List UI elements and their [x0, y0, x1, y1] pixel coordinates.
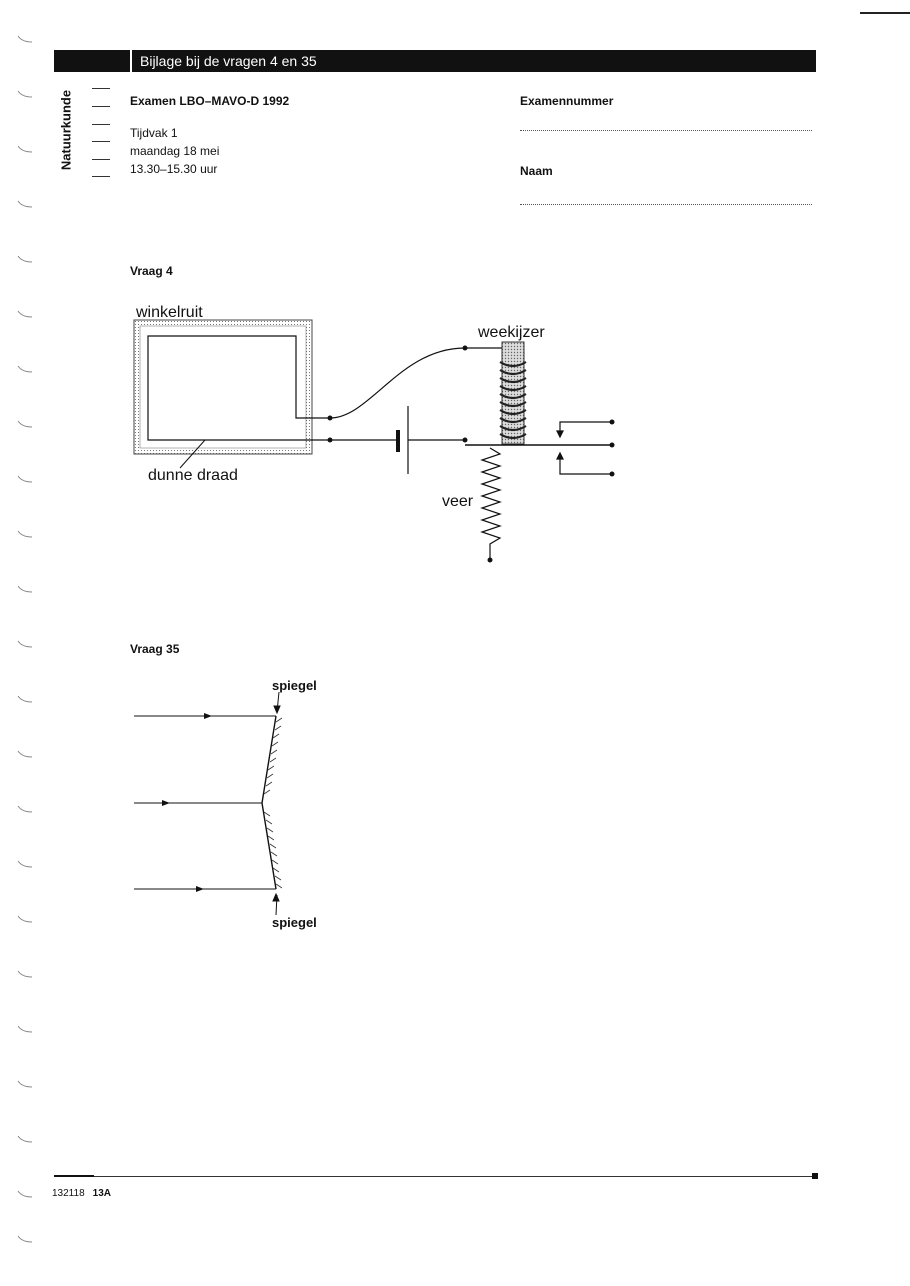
spring	[480, 447, 502, 558]
soft-iron-label: weekijzer	[477, 324, 545, 341]
margin-tick	[92, 88, 110, 89]
soft-iron-coil	[499, 341, 527, 445]
light-rays	[134, 715, 276, 890]
banner-bar	[132, 50, 816, 72]
battery-symbol	[396, 406, 409, 474]
margin-tick	[92, 176, 110, 177]
mirror-top-label: spiegel	[272, 678, 317, 693]
name-field[interactable]	[520, 204, 812, 205]
margin-tick	[92, 106, 110, 107]
question-35-label: Vraag 35	[130, 642, 180, 656]
switch-contacts	[556, 421, 612, 475]
wire-to-coil	[329, 347, 502, 419]
exam-date: maandag 18 mei	[130, 144, 220, 158]
margin-tick	[92, 141, 110, 142]
exam-number-label: Examennummer	[520, 94, 614, 108]
margin-marks	[17, 35, 33, 1243]
margin-tick	[92, 124, 110, 125]
window-pane	[133, 319, 313, 455]
spring-label: veer	[442, 493, 474, 510]
exam-session: Tijdvak 1	[130, 126, 178, 140]
mirrors	[261, 715, 283, 890]
subject-label: Natuurkunde	[55, 86, 77, 174]
name-label: Naam	[520, 164, 553, 178]
footer-rule	[54, 1176, 816, 1177]
footer-marker	[812, 1173, 818, 1179]
question-35-diagram: spiegel spiegel	[134, 678, 317, 930]
footer-code: 132118 13A	[52, 1188, 111, 1199]
window-pane-label: winkelruit	[135, 304, 203, 321]
question-4-label: Vraag 4	[130, 264, 173, 278]
corner-rule	[860, 12, 910, 14]
subject-text: Natuurkunde	[58, 89, 74, 171]
footer-rule-left	[54, 1175, 94, 1177]
ray-arrows	[162, 713, 212, 892]
mirror-bottom-label: spiegel	[272, 915, 317, 930]
question-4-diagram: winkelruit weekijzer dunne draad veer	[133, 304, 615, 563]
banner-block	[54, 50, 130, 72]
footer-code-number: 132118	[52, 1188, 85, 1199]
thin-wire	[147, 335, 330, 441]
exam-title: Examen LBO–MAVO-D 1992	[130, 94, 290, 108]
banner-title: Bijlage bij de vragen 4 en 35	[140, 53, 317, 69]
thin-wire-label: dunne draad	[148, 467, 238, 484]
exam-time: 13.30–15.30 uur	[130, 162, 218, 176]
exam-number-field[interactable]	[520, 130, 812, 131]
footer-page: 13A	[92, 1188, 111, 1199]
label-pointers	[272, 691, 281, 916]
margin-tick	[92, 159, 110, 160]
